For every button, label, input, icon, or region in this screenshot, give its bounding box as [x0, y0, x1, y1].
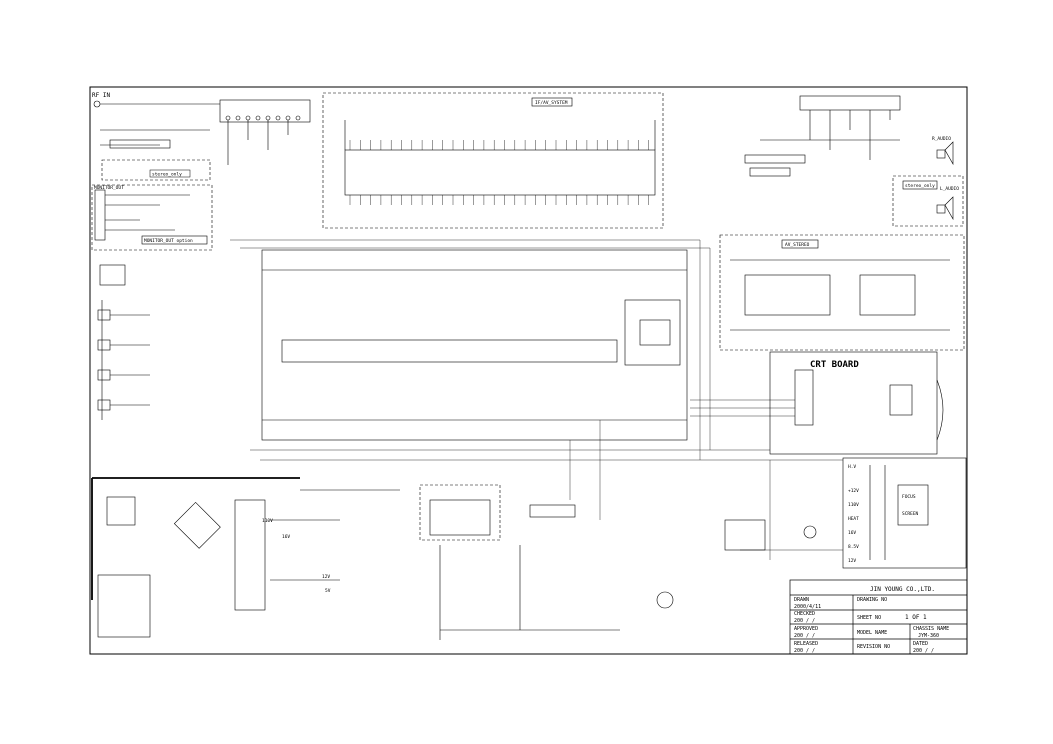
- psu-v4-label: 5V: [325, 588, 331, 594]
- fbt-focus-label: FOCUS: [902, 494, 916, 500]
- psu-v2-label: 16V: [282, 534, 290, 540]
- r-audio-label: R_AUDIO: [932, 136, 951, 142]
- fbt-screen-label: SCREEN: [902, 511, 919, 517]
- tb-row3-value3: JYM-360: [918, 633, 939, 639]
- psu-v1-label: 110V: [262, 518, 273, 524]
- tb-row4-value2: DATED: [913, 641, 928, 647]
- tb-row1-label2: DRAWING NO: [857, 597, 887, 603]
- tb-row4-label2: REVISION NO: [857, 644, 890, 650]
- av-section-label: AV_STEREO: [785, 242, 810, 248]
- tb-row3-label2: MODEL NAME: [857, 630, 887, 636]
- fbt-b5-label: 8.5V: [848, 544, 859, 550]
- crt-board-section: [769, 351, 944, 455]
- stereo-only-label: stereo_only: [152, 172, 182, 178]
- fbt-b4-label: HEAT: [848, 516, 859, 522]
- audio-amp-section: [744, 95, 964, 227]
- wiring: [230, 239, 843, 560]
- monitor-out-section: [91, 184, 213, 251]
- fbt-b6-label: 12V: [848, 558, 856, 564]
- power-supply-section: [91, 477, 400, 638]
- fbt-hv-label: H.V: [848, 464, 856, 470]
- rf-input-section: [93, 99, 311, 165]
- crt-board-label: CRT BOARD: [810, 360, 859, 370]
- keypad-switches: [97, 264, 150, 420]
- psu-v3-label: 12V: [322, 574, 330, 580]
- stereo-only-label-2: stereo_only: [905, 183, 935, 189]
- monitor-out-label: MONITOR_OUT: [94, 185, 124, 191]
- drawing-border: [89, 86, 968, 655]
- fbt-b3-label: 16V: [848, 530, 856, 536]
- monitor-out-option-label: MONITOR_OUT option: [144, 238, 193, 244]
- stereo-only-box: [101, 159, 211, 181]
- title-block: [789, 579, 968, 655]
- av-stereo-section: [719, 234, 965, 351]
- tb-row3-value: 200 / /: [794, 633, 815, 639]
- tb-row4-label: RELEASED: [794, 641, 818, 647]
- l-audio-label: L_AUDIO: [940, 186, 959, 192]
- main-ic-section: [261, 249, 688, 441]
- tb-sheet-value: 1 OF 1: [905, 614, 927, 621]
- fbt-section: [842, 457, 967, 569]
- fbt-b2-label: 110V: [848, 502, 859, 508]
- tb-row2-value: 200 / /: [794, 618, 815, 624]
- if-section-label: IF/AV_SYSTEM: [535, 100, 568, 106]
- tb-row4-value: 200 / /: [794, 648, 815, 654]
- title-company: JIN YOUNG CO.,LTD.: [870, 586, 935, 593]
- fbt-b1-label: +12V: [848, 488, 859, 494]
- rf-in-label: RF IN: [92, 92, 110, 99]
- bottom-center-ics: [419, 484, 817, 640]
- tb-row1-label: DRAWN: [794, 597, 809, 603]
- tb-row2-label2: SHEET NO: [857, 615, 881, 621]
- tb-row2-label: CHECKED: [794, 611, 815, 617]
- tb-row1-value: 2000/4/11: [794, 604, 821, 610]
- tb-row3-value2: CHASSIS NAME: [913, 626, 949, 632]
- if-system-section: [322, 92, 664, 229]
- tb-row4-value3: 200 / /: [913, 648, 934, 654]
- tb-row3-label: APPROVED: [794, 626, 818, 632]
- if-ic-pins: [349, 140, 649, 205]
